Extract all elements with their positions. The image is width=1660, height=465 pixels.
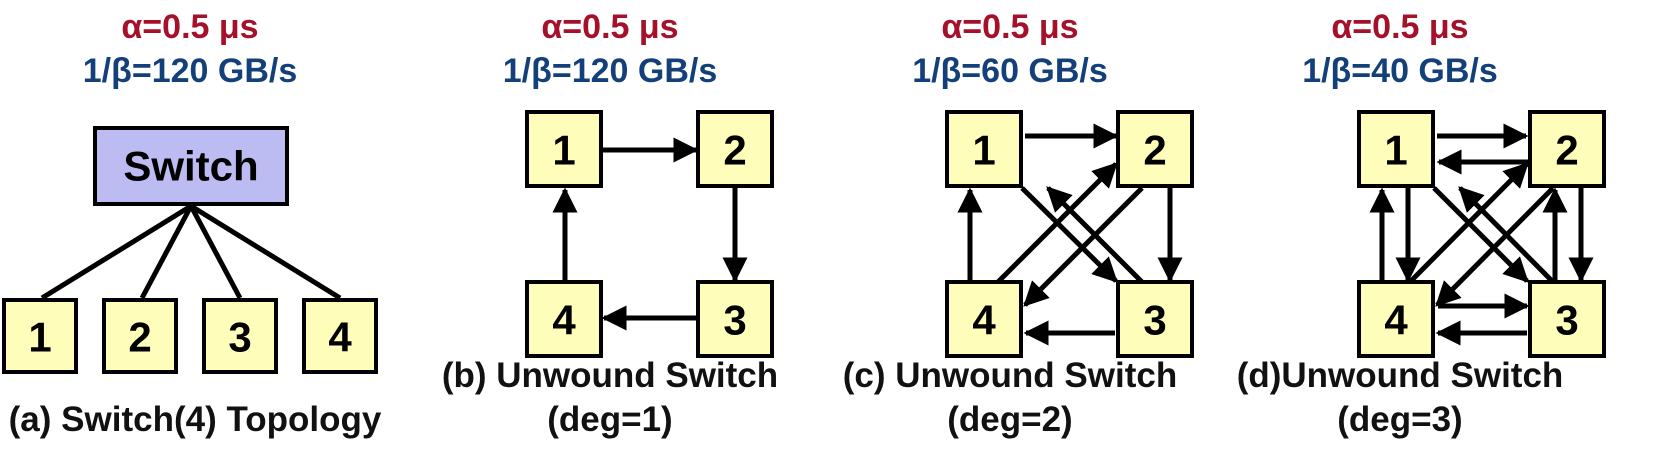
edge-2-to-4	[1023, 186, 1144, 307]
node-label: 1	[28, 314, 51, 361]
switch-link-3	[188, 204, 243, 300]
switch-link-4	[189, 203, 342, 301]
node-label: 3	[228, 314, 251, 361]
panel-b-node-1: 1	[525, 110, 603, 188]
panel-c-alpha: α=0.5 μs	[941, 8, 1079, 46]
panel-c-node-3: 3	[1116, 280, 1194, 358]
edge-1-to-3	[1432, 186, 1529, 283]
panel-d-node-3: 3	[1528, 280, 1606, 358]
panel-a-node-2: 2	[102, 298, 178, 374]
panel-d-node-2: 2	[1528, 110, 1606, 188]
panel-a-node-4: 4	[302, 298, 378, 374]
panel-c-caption-line1: (c) Unwound Switch	[842, 356, 1178, 395]
panel-d-caption-line2: (deg=3)	[1337, 400, 1463, 439]
panel-b-node-3: 3	[696, 280, 774, 358]
panel-d-beta: 1/β=40 GB/s	[1302, 52, 1498, 90]
panel-a-beta: 1/β=120 GB/s	[82, 52, 298, 90]
panel-c-diagram: 1 2 3 4	[945, 110, 1194, 358]
panel-c-node-4: 4	[945, 280, 1023, 358]
switch-link-2	[139, 204, 194, 300]
node-label: 3	[1143, 297, 1166, 344]
edge-4-to-2	[996, 162, 1118, 284]
panel-d-node-4: 4	[1357, 280, 1435, 358]
edge-4-to-2	[1408, 162, 1529, 284]
panel-b-alpha: α=0.5 μs	[541, 8, 679, 46]
panel-d-alpha: α=0.5 μs	[1331, 8, 1469, 46]
panel-d-node-1: 1	[1357, 110, 1435, 188]
panel-c-node-2: 2	[1116, 110, 1194, 188]
node-label: 1	[552, 127, 575, 174]
panel-a-caption: (a) Switch(4) Topology	[8, 400, 382, 439]
node-label: 1	[972, 127, 995, 174]
edge-2-to-4	[1435, 186, 1555, 307]
panel-c-node-1: 1	[945, 110, 1023, 188]
node-label: 3	[723, 297, 746, 344]
node-label: 4	[1384, 297, 1408, 344]
node-label: 2	[128, 314, 151, 361]
node-label: 2	[1555, 127, 1578, 174]
node-label: 2	[723, 127, 746, 174]
panel-a-diagram: Switch 1 2 3 4	[2, 126, 378, 374]
panel-b-node-2: 2	[696, 110, 774, 188]
panel-a-node-3: 3	[202, 298, 278, 374]
node-label: 1	[1384, 127, 1407, 174]
panel-c-beta: 1/β=60 GB/s	[912, 52, 1108, 90]
panel-d-diagram: 1 2 3 4	[1357, 110, 1606, 358]
node-label: 4	[972, 297, 996, 344]
panel-b-node-4: 4	[525, 280, 603, 358]
panel-a-node-1: 1	[2, 298, 78, 374]
switch-link-1	[40, 203, 193, 301]
switch-node: Switch	[93, 126, 289, 206]
node-label: 2	[1143, 127, 1166, 174]
panel-d-caption-line1: (d)Unwound Switch	[1236, 356, 1564, 395]
switch-label: Switch	[123, 143, 258, 190]
panel-b-diagram: 1 2 3 4	[525, 110, 774, 358]
panel-c-caption-line2: (deg=2)	[947, 400, 1073, 439]
node-label: 3	[1555, 297, 1578, 344]
panel-b-caption-line2: (deg=1)	[547, 400, 673, 439]
panel-b-caption-line1: (b) Unwound Switch	[441, 356, 779, 395]
edge-1-to-3	[1020, 186, 1118, 283]
node-label: 4	[328, 314, 352, 361]
panel-a-alpha: α=0.5 μs	[121, 8, 259, 46]
panel-b-beta: 1/β=120 GB/s	[502, 52, 718, 90]
node-label: 4	[552, 297, 576, 344]
